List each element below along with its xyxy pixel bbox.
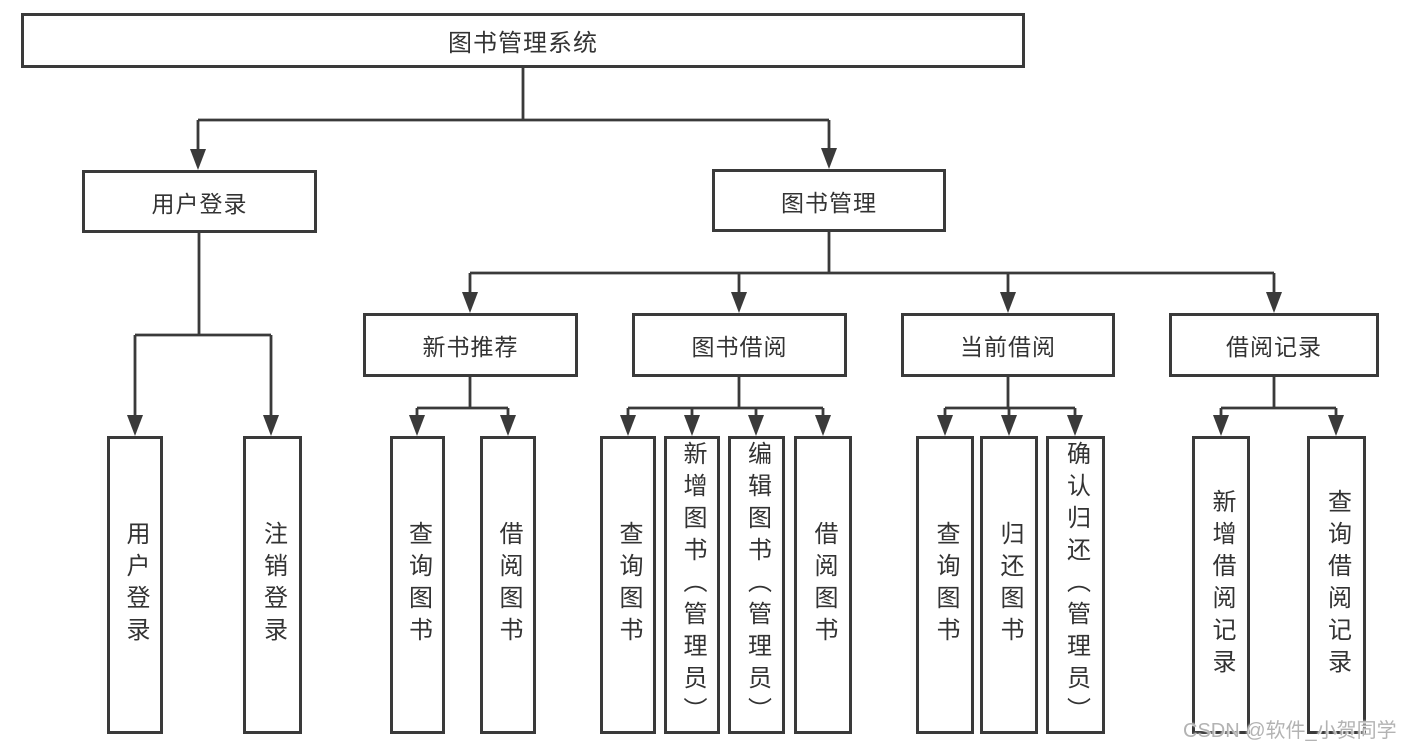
arrow-icon: [462, 292, 478, 313]
leaf-query-borrow-record: 查询借阅记录: [1307, 436, 1366, 734]
arrow-icon: [409, 415, 425, 436]
arrow-icon: [1266, 292, 1282, 313]
leaf-borrow-books-2: 借阅图书: [794, 436, 852, 734]
arrow-icon: [937, 415, 953, 436]
node-book-management: 图书管理: [712, 169, 946, 232]
node-library-system: 图书管理系统: [21, 13, 1025, 68]
arrow-icon: [620, 415, 636, 436]
leaf-user-login: 用户登录: [107, 436, 163, 734]
arrow-icon: [684, 415, 700, 436]
node-borrow-records: 借阅记录: [1169, 313, 1379, 377]
arrow-icon: [1000, 292, 1016, 313]
leaf-query-books-3: 查询图书: [916, 436, 974, 734]
arrow-icon: [263, 415, 279, 436]
arrowheads: [127, 148, 1344, 436]
leaf-add-books-admin: 新增图书（管理员）: [664, 436, 720, 734]
arrow-icon: [127, 415, 143, 436]
arrow-icon: [1067, 415, 1083, 436]
arrow-icon: [1001, 415, 1017, 436]
arrow-icon: [1328, 415, 1344, 436]
arrow-icon: [190, 149, 206, 170]
node-new-book-recommend: 新书推荐: [363, 313, 578, 377]
leaf-confirm-return-admin: 确认归还（管理员）: [1046, 436, 1105, 734]
node-book-borrow: 图书借阅: [632, 313, 847, 377]
arrow-icon: [821, 148, 837, 169]
node-user-login: 用户登录: [82, 170, 317, 233]
arrow-icon: [1213, 415, 1229, 436]
leaf-borrow-books-1: 借阅图书: [480, 436, 536, 734]
leaf-query-books-1: 查询图书: [390, 436, 445, 734]
leaf-add-borrow-record: 新增借阅记录: [1192, 436, 1250, 734]
node-current-borrow: 当前借阅: [901, 313, 1115, 377]
arrow-icon: [731, 292, 747, 313]
arrow-icon: [815, 415, 831, 436]
csdn-watermark: CSDN @软件_小贺同学: [1183, 720, 1397, 742]
leaf-return-books: 归还图书: [980, 436, 1038, 734]
leaf-logout: 注销登录: [243, 436, 302, 734]
leaf-query-books-2: 查询图书: [600, 436, 656, 734]
arrow-icon: [748, 415, 764, 436]
arrow-icon: [500, 415, 516, 436]
leaf-edit-books-admin: 编辑图书（管理员）: [728, 436, 785, 734]
